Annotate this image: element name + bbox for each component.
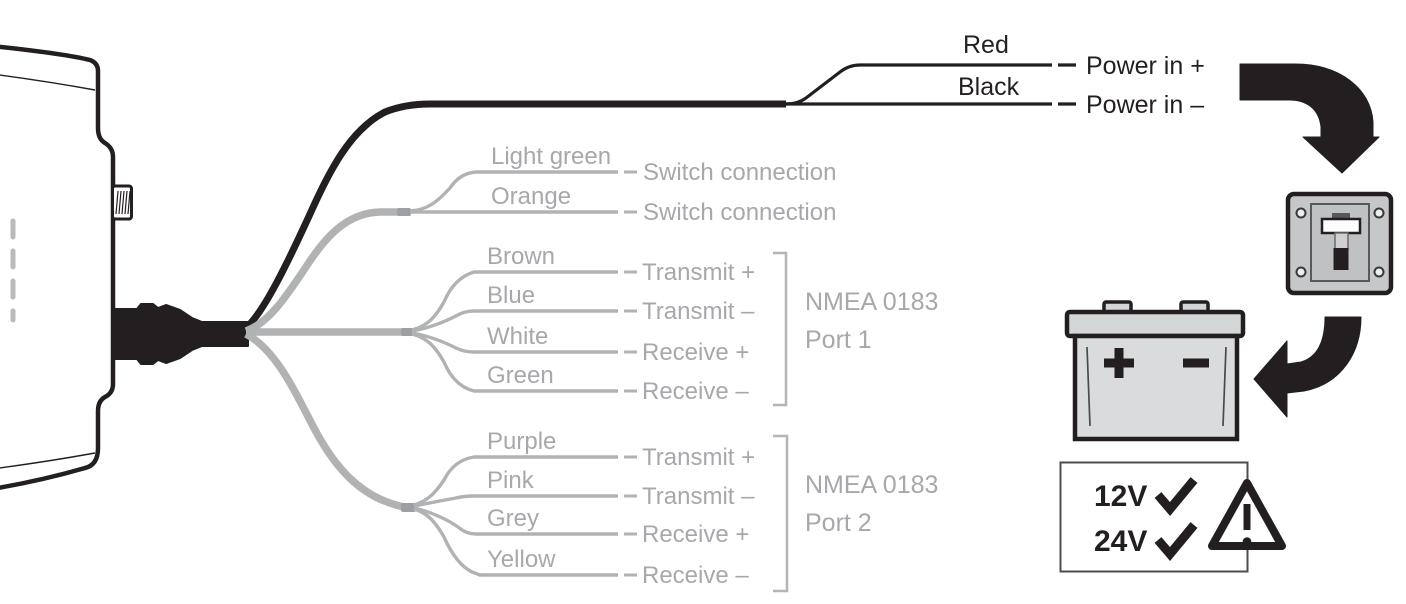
check-icon — [1154, 522, 1198, 561]
wire-blue — [411, 309, 618, 333]
curved-arrow-left-icon — [1253, 316, 1362, 418]
port1-title: NMEA 0183 — [805, 288, 938, 316]
port1-bracket — [773, 251, 788, 407]
wire-color-label: Orange — [491, 183, 571, 210]
toggle-switch-icon — [1285, 191, 1394, 296]
connection-label: Power in – — [1086, 91, 1204, 119]
wire-switch-trunk — [244, 208, 400, 335]
warning-triangle-icon — [1208, 479, 1286, 550]
connection-label: Receive – — [642, 562, 749, 589]
wire-harness — [243, 63, 1076, 577]
battery-icon — [1064, 300, 1246, 442]
connection-label: Switch connection — [643, 159, 836, 186]
wire-color-label: Black — [958, 73, 1020, 101]
wire-color-label: Light green — [491, 143, 611, 170]
wire-power-trunk — [243, 100, 786, 331]
port2-subtitle: Port 2 — [805, 509, 872, 537]
connection-label: Receive + — [642, 521, 749, 548]
voltage-compatibility-box: 12V 24V — [1059, 461, 1249, 573]
connection-label: Transmit + — [642, 444, 755, 471]
labels: Red Black Power in + Power in – Light gr… — [487, 31, 1205, 589]
wire-color-label: Pink — [487, 467, 535, 494]
curved-arrow-down-icon — [1239, 63, 1380, 174]
wire-pink — [413, 494, 618, 508]
wire-color-label: White — [487, 323, 548, 350]
cable-connector-plug — [113, 303, 249, 365]
connection-label: Transmit – — [642, 298, 755, 325]
check-icon — [1154, 477, 1198, 516]
knurled-knob-icon — [111, 184, 133, 221]
wire-brown — [411, 270, 618, 332]
connection-label: Power in + — [1086, 52, 1205, 80]
port2-title: NMEA 0183 — [805, 471, 938, 499]
battery-positive-terminal-label — [1104, 348, 1134, 378]
connection-label: Transmit + — [642, 259, 755, 286]
connection-label: Transmit – — [642, 483, 755, 510]
wire-purple — [413, 455, 618, 507]
connection-label: Switch connection — [643, 199, 836, 226]
wire-white — [411, 331, 618, 354]
voltage-12v-label: 12V — [1094, 480, 1147, 513]
wire-color-label: Red — [963, 31, 1009, 59]
wire-color-label: Purple — [487, 428, 556, 455]
wire-color-label: Grey — [487, 505, 539, 532]
device-outline — [0, 44, 133, 490]
voltage-24v-label: 24V — [1094, 525, 1147, 558]
wire-color-label: Yellow — [487, 546, 556, 573]
wire-green — [411, 332, 618, 393]
port1-subtitle: Port 1 — [805, 326, 872, 354]
wire-color-label: Brown — [487, 243, 555, 270]
connection-label: Receive + — [642, 339, 749, 366]
port2-bracket — [773, 434, 789, 593]
wire-yellow — [413, 507, 618, 577]
wire-grey — [413, 506, 618, 536]
wire-color-label: Green — [487, 362, 554, 389]
wire-port2-trunk — [244, 330, 405, 511]
wire-color-label: Blue — [487, 282, 535, 309]
wire-light-green — [409, 170, 618, 213]
connection-label: Receive – — [642, 378, 749, 405]
